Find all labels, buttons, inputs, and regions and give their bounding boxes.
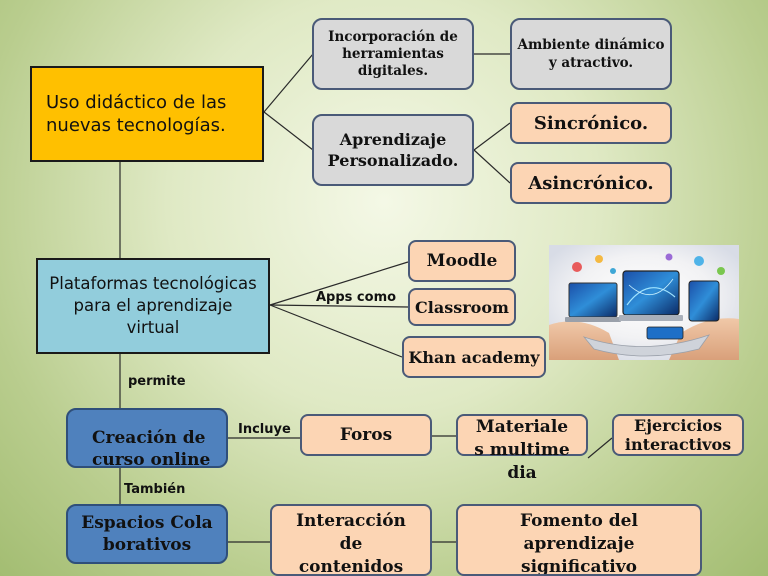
- node-moodle-text: Moodle: [426, 251, 498, 271]
- node-fomento: Fomento del aprendizaje significativo: [456, 504, 702, 576]
- hands-holding-devices-image: [549, 245, 739, 360]
- node-plataformas-text: Plataformas tecnológicas para el aprendi…: [49, 274, 257, 337]
- node-sincronico-text: Sincrónico.: [533, 112, 649, 134]
- label-permite: permite: [128, 374, 186, 389]
- node-materiales: Materiales multimedia: [456, 414, 588, 483]
- node-uso-didactico: Uso didáctico de las nuevas tecnologías.: [30, 66, 264, 162]
- node-ambiente: Ambiente dinámico y atractivo.: [510, 18, 672, 90]
- node-ambiente-text: Ambiente dinámico y atractivo.: [517, 37, 665, 71]
- node-espacios-colaborativos: Espacios Colaborativos: [66, 504, 228, 564]
- node-sincronico: Sincrónico.: [510, 102, 672, 144]
- node-interaccion: Interacción de contenidos: [270, 504, 432, 576]
- node-asincronico-text: Asincrónico.: [528, 172, 654, 194]
- node-materiales-text: Materiales multimedia: [474, 417, 570, 483]
- node-creacion-curso-text: Creación de curso online: [92, 428, 211, 470]
- node-foros-text: Foros: [339, 425, 393, 445]
- node-espacios-colaborativos-text: Espacios Colaborativos: [81, 513, 213, 555]
- node-khan-academy-text: Khan academy: [408, 347, 540, 367]
- node-moodle: Moodle: [408, 240, 516, 282]
- node-interaccion-text: Interacción de contenidos: [296, 511, 406, 576]
- node-plataformas: Plataformas tecnológicas para el aprendi…: [36, 258, 270, 354]
- label-incluye: Incluye: [238, 422, 291, 437]
- label-tambien: También: [124, 482, 186, 497]
- node-incorporacion: Incorporación de herramientas digitales.: [312, 18, 474, 90]
- node-classroom-text: Classroom: [415, 297, 509, 317]
- node-khan-academy: Khan academy: [402, 336, 546, 378]
- node-fomento-text: Fomento del aprendizaje significativo: [520, 511, 638, 576]
- node-foros: Foros: [300, 414, 432, 456]
- label-apps-como: Apps como: [316, 290, 397, 305]
- node-classroom: Classroom: [408, 288, 516, 326]
- node-incorporacion-text: Incorporación de herramientas digitales.: [328, 28, 458, 79]
- node-ejercicios: Ejercicios interactivos: [612, 414, 744, 456]
- node-uso-didactico-text: Uso didáctico de las nuevas tecnologías.: [46, 92, 227, 136]
- node-aprendizaje-personalizado-text: Aprendizaje Personalizado.: [327, 130, 459, 170]
- node-aprendizaje-personalizado: Aprendizaje Personalizado.: [312, 114, 474, 186]
- node-asincronico: Asincrónico.: [510, 162, 672, 204]
- node-ejercicios-text: Ejercicios interactivos: [624, 416, 732, 454]
- node-creacion-curso: Creación de curso online: [66, 408, 228, 470]
